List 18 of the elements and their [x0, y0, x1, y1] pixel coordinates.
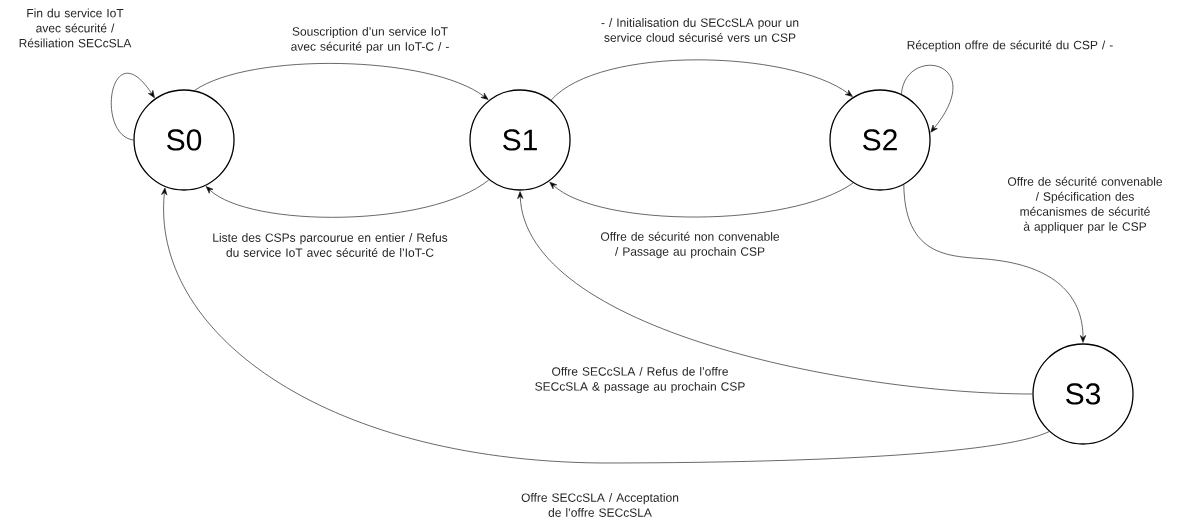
arrow	[549, 181, 854, 218]
arrow	[161, 187, 1050, 464]
edge-label: Liste des CSPs parcourue en entier / Refus du service IoT avec sécurité de l’IoT-C	[213, 233, 448, 257]
edge-label: - / Initialisation du SECcSLA pour un service cloud sécurisé vers un CSP	[601, 18, 799, 42]
edge-label: Offre SECcSLA / Refus de l’offre SECcSLA & passage au prochain CSP	[535, 366, 745, 394]
arrow	[194, 63, 489, 100]
arrow	[517, 191, 1033, 395]
arrow	[903, 184, 1087, 343]
edge-label: Fin du service IoT avec sécurité / Résiliation SECcSLA	[19, 8, 132, 48]
arrow	[901, 65, 954, 133]
edge-label: Souscription d’un service IoT avec sécurité par un IoT-C / -	[291, 26, 449, 54]
arrow	[550, 59, 853, 101]
arrow	[110, 73, 155, 141]
edge-label: Offre de sécurité convenable / Spécification des mécanismes de sécurité à appliquer par le CSP	[1007, 176, 1163, 234]
edge-label: Réception offre de sécurité du CSP / -	[907, 40, 1113, 52]
edge-label: Offre SECcSLA / Acceptation de l’offre SECcSLA	[521, 493, 679, 517]
edge-label: Offre de sécurité non convenable / Passage au prochain CSP	[600, 231, 780, 259]
arrow	[205, 179, 490, 218]
